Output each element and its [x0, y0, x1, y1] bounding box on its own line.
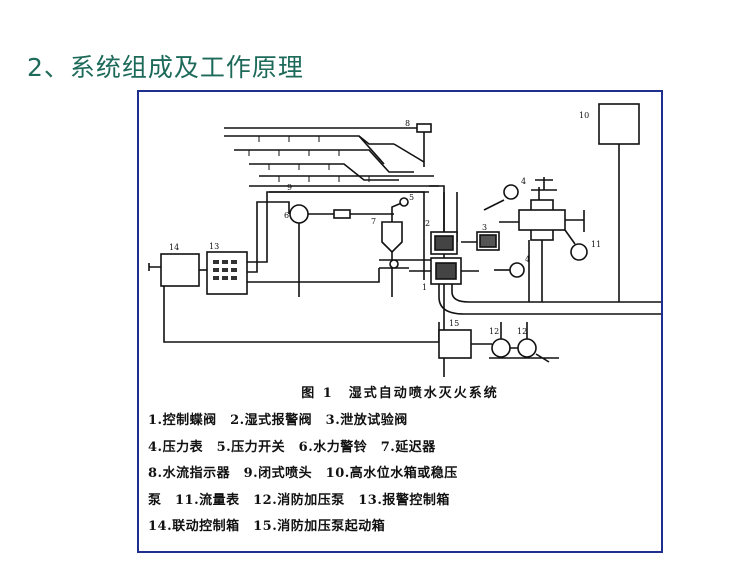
label-10: 10 — [579, 111, 589, 120]
label-4a: 4 — [521, 177, 526, 186]
flow-meter — [570, 243, 588, 261]
label-5: 5 — [409, 193, 414, 202]
legend-line-1: 1.控制蝶阀 2.湿式报警阀 3.泄放试验阀 — [148, 413, 408, 428]
right-valve-cluster — [499, 177, 585, 302]
label-13: 13 — [209, 242, 219, 251]
label-14: 14 — [169, 243, 179, 252]
legend-line-3: 8.水流指示器 9.闭式喷头 10.高水位水箱或稳压 — [148, 466, 458, 481]
water-flow-indicator — [416, 123, 432, 133]
water-motor-alarm-bell — [289, 204, 309, 224]
pressure-gauge-4b — [509, 262, 525, 278]
legend-line-4: 泵 11.流量表 12.消防加压泵 13.报警控制箱 — [148, 492, 450, 508]
label-9: 9 — [287, 183, 292, 192]
label-7: 7 — [371, 217, 376, 226]
label-6: 6 — [284, 211, 289, 220]
label-4b: 4 — [525, 255, 530, 264]
fire-booster-pump-b — [517, 338, 537, 358]
label-12a: 12 — [489, 327, 499, 336]
system-diagram: 1 2 3 4 4 5 6 7 8 9 10 11 12 12 13 14 15 — [148, 103, 661, 377]
label-2: 2 — [425, 219, 430, 228]
fire-booster-pump-a — [491, 338, 511, 358]
retard-chamber — [381, 221, 403, 254]
figure-frame: 1 2 3 4 4 5 6 7 8 9 10 11 12 12 13 14 15… — [137, 90, 663, 553]
pump-starter-box — [438, 329, 472, 359]
linkage-control-box — [160, 253, 200, 287]
legend-line-5: 14.联动控制箱 15.消防加压泵起动箱 — [148, 519, 386, 534]
label-12b: 12 — [517, 327, 527, 336]
high-level-water-tank — [598, 103, 640, 145]
alarm-control-box — [206, 251, 248, 295]
pressure-switch — [399, 197, 409, 207]
figure-legend: 1.控制蝶阀 2.湿式报警阀 3.泄放试验阀 4.压力表 5.压力开关 6.水力… — [148, 408, 658, 541]
legend-line-2: 4.压力表 5.压力开关 6.水力警铃 7.延迟器 — [148, 439, 436, 455]
alarm-valve-assembly — [409, 192, 661, 377]
label-3: 3 — [482, 223, 487, 232]
closed-sprinkler-heads — [248, 136, 370, 182]
pressure-gauge-4a — [503, 184, 519, 200]
slide-title: 2、系统组成及工作原理 — [27, 53, 304, 82]
label-8: 8 — [405, 119, 410, 128]
figure-caption: 图 1 湿式自动喷水灭火系统 — [301, 386, 499, 401]
label-11: 11 — [591, 240, 601, 249]
label-1: 1 — [422, 283, 427, 292]
label-15: 15 — [449, 319, 459, 328]
